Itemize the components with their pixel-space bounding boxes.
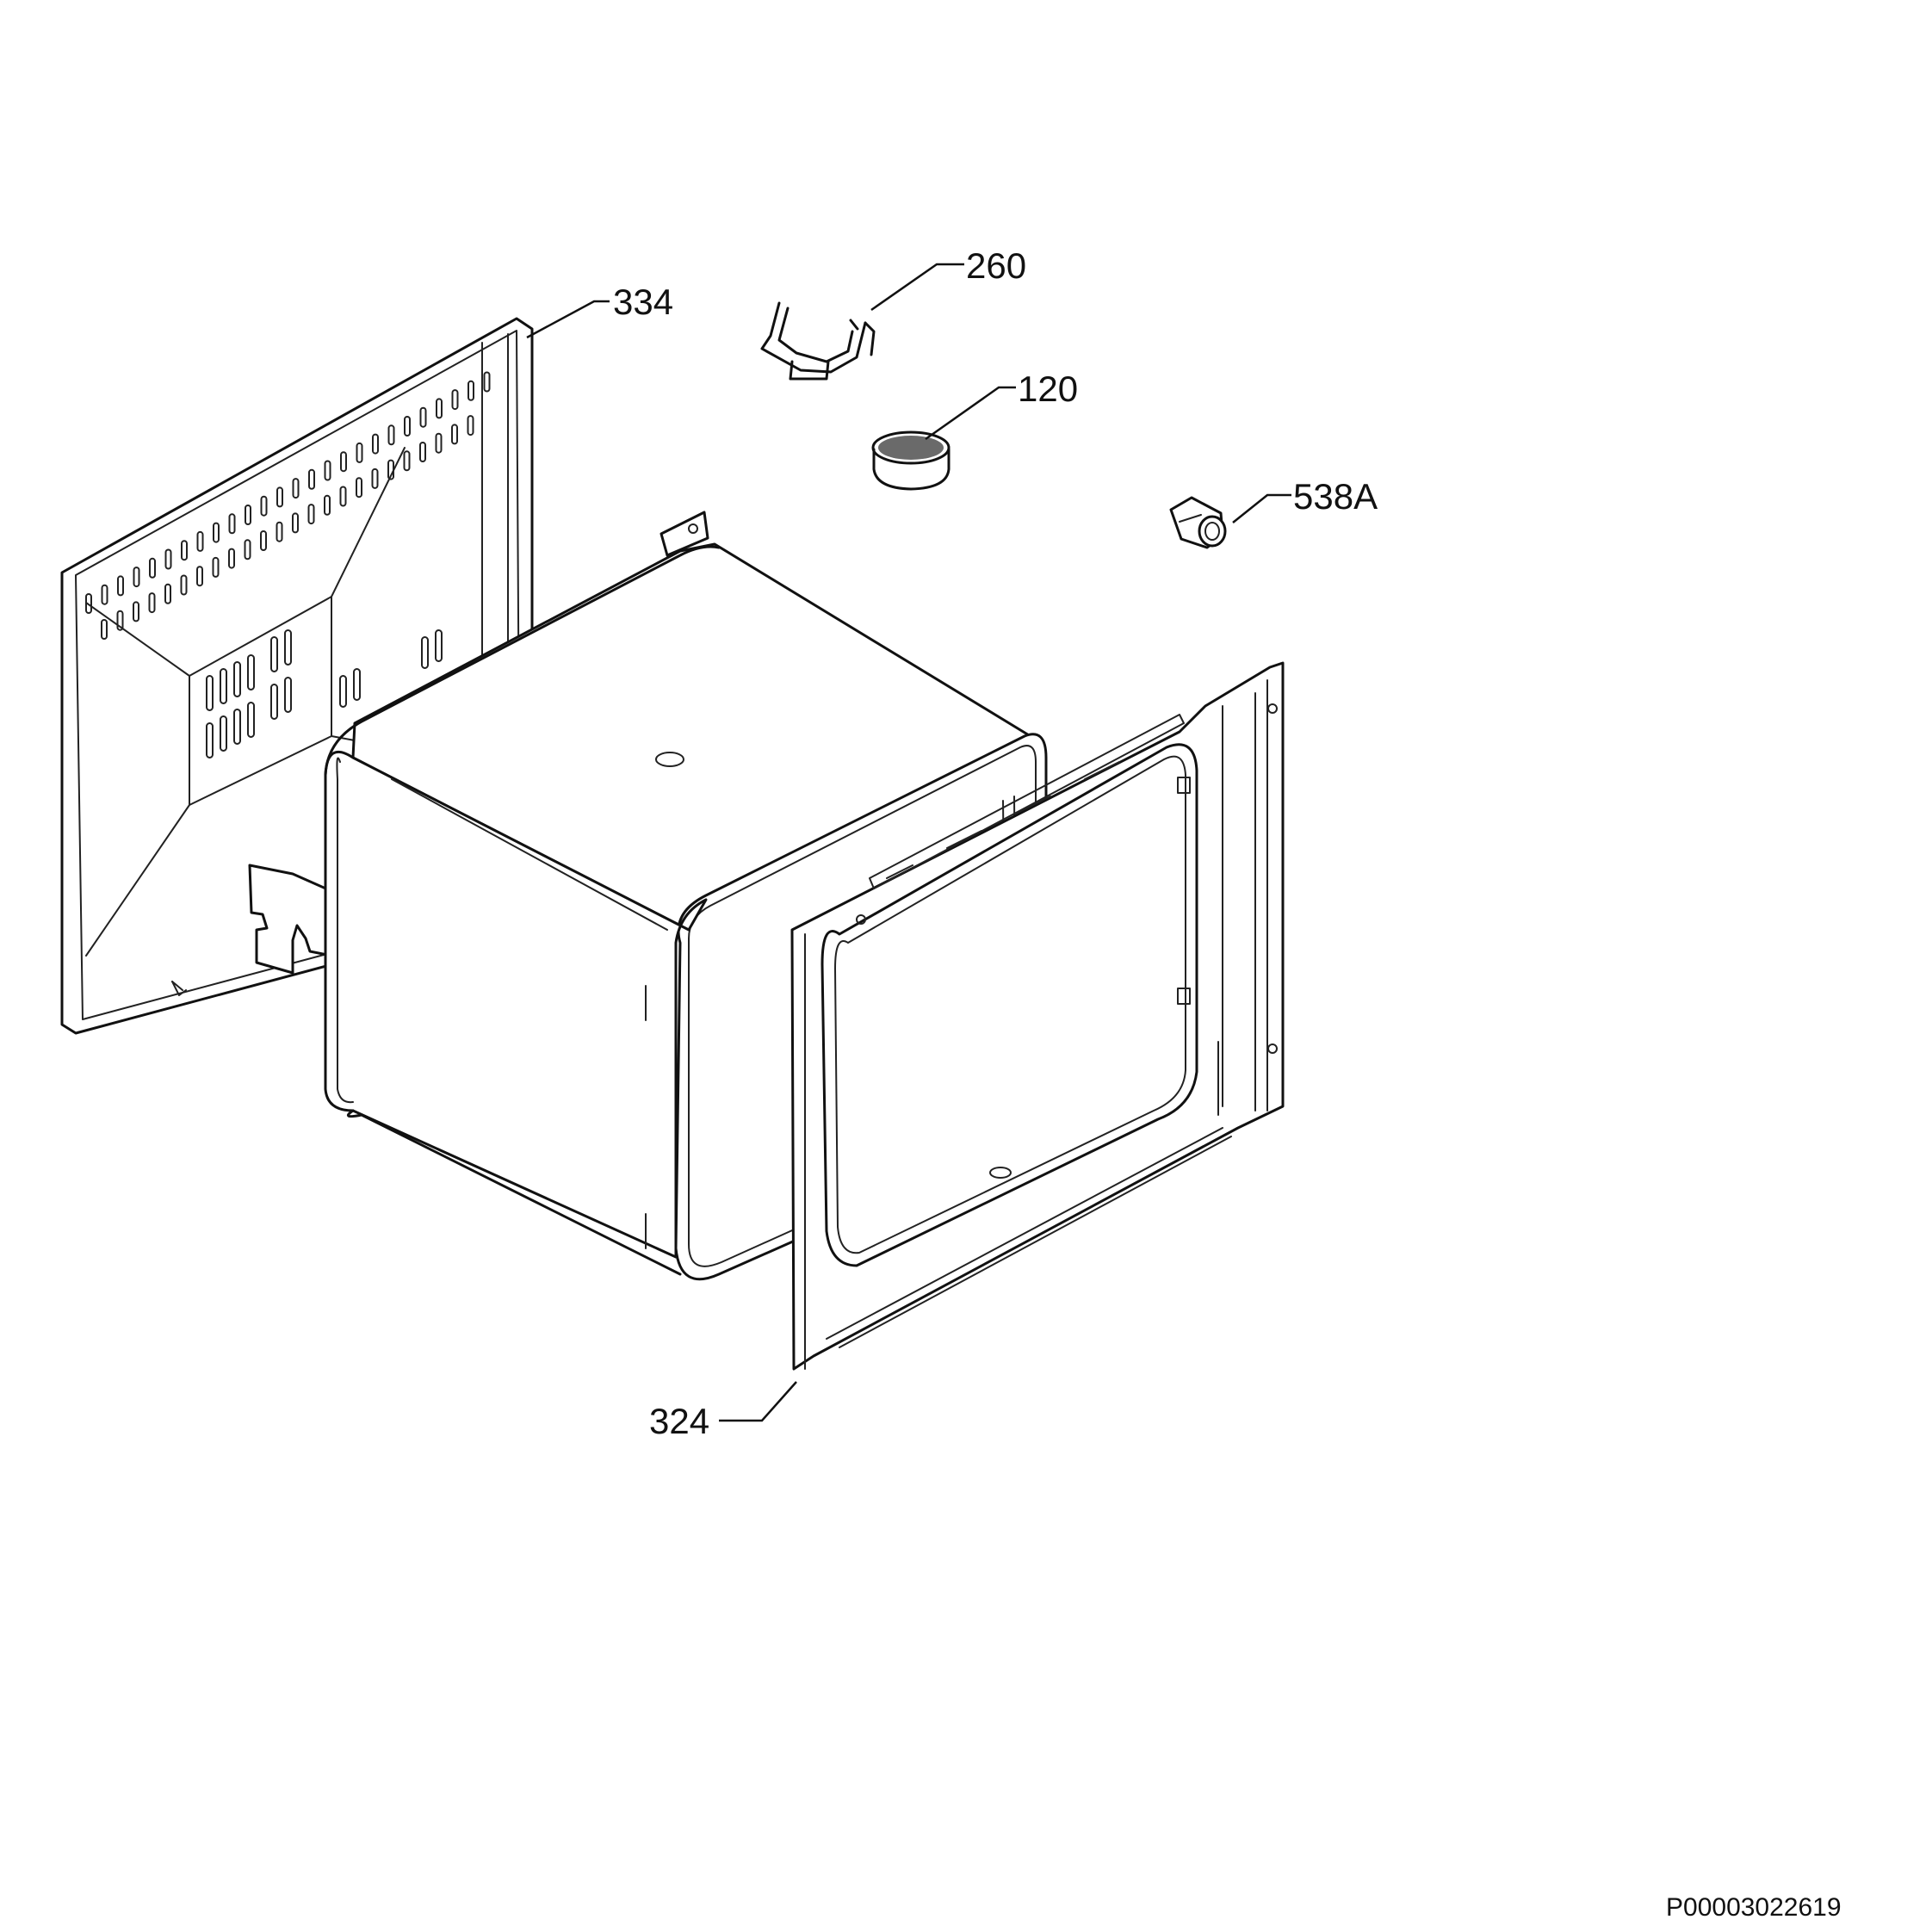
vent-slot xyxy=(133,567,140,588)
vent-slot xyxy=(451,424,458,445)
vent-slot xyxy=(276,486,283,508)
vent-slot xyxy=(212,556,220,578)
vent-slot xyxy=(247,702,255,738)
filter-part-120 xyxy=(871,430,951,491)
vent-slot xyxy=(85,593,92,614)
vent-slot xyxy=(403,450,411,472)
vent-slot xyxy=(340,451,347,473)
vent-slot xyxy=(196,566,203,587)
vent-slot xyxy=(339,486,347,507)
callout-538a: 538A xyxy=(1293,476,1378,517)
vent-slot xyxy=(117,575,124,597)
callout-120: 120 xyxy=(1018,368,1078,409)
vent-slot xyxy=(435,432,443,454)
wire-clip-part-260 xyxy=(760,301,876,381)
vent-slot xyxy=(339,675,347,708)
vent-slot xyxy=(180,574,188,596)
vent-slot xyxy=(284,629,292,666)
vent-slot xyxy=(149,557,156,579)
vent-slot xyxy=(307,504,315,525)
vent-slot xyxy=(270,684,278,720)
vent-slot xyxy=(404,416,411,437)
vent-slot xyxy=(245,505,251,525)
vent-slot xyxy=(419,442,426,462)
vent-slot xyxy=(284,677,292,713)
vent-slot xyxy=(196,530,204,552)
vent-slot xyxy=(421,636,429,669)
vent-slot xyxy=(451,389,459,411)
vent-slot xyxy=(324,460,331,481)
document-id: P00003022619 xyxy=(1666,1893,1842,1922)
vent-slot xyxy=(148,592,156,614)
vent-slot xyxy=(436,398,443,419)
vent-slot xyxy=(324,494,331,516)
vent-slot xyxy=(220,668,227,704)
vent-slot xyxy=(292,512,299,534)
vent-slot xyxy=(247,654,255,690)
vent-slot xyxy=(435,629,443,662)
vent-slot xyxy=(308,468,315,490)
vent-slot xyxy=(260,530,267,551)
leader-lines xyxy=(526,263,1291,1422)
vent-slot xyxy=(270,636,278,672)
vent-slot xyxy=(228,548,235,569)
vent-slot xyxy=(260,495,268,517)
vent-slot xyxy=(419,406,427,428)
vent-slot xyxy=(372,433,379,455)
vent-slot xyxy=(356,442,363,463)
vent-slot xyxy=(387,459,394,480)
vent-slot xyxy=(353,668,361,701)
knob-part-538a xyxy=(1169,496,1227,549)
vent-slot xyxy=(233,709,241,745)
vent-slot xyxy=(244,539,251,560)
vent-slot xyxy=(133,601,139,622)
vent-slot xyxy=(467,415,474,437)
vent-slot xyxy=(387,424,395,446)
vent-slots-center xyxy=(206,629,443,759)
vent-slot xyxy=(101,584,108,605)
vent-slot xyxy=(356,477,362,498)
vent-slot xyxy=(213,522,220,543)
vent-slot xyxy=(228,513,236,535)
callout-334: 334 xyxy=(613,282,673,322)
vent-slots xyxy=(85,371,491,640)
vent-slot xyxy=(233,661,241,697)
vent-slot xyxy=(164,548,172,570)
vent-slot xyxy=(276,521,283,542)
callout-260: 260 xyxy=(966,245,1026,286)
vent-slot xyxy=(468,380,474,401)
vent-slot xyxy=(101,619,108,640)
vent-slot xyxy=(220,715,227,752)
vent-slot xyxy=(181,540,188,561)
callout-324: 324 xyxy=(649,1401,709,1441)
front-frame-part-324 xyxy=(790,661,1285,1371)
vent-slot xyxy=(371,468,379,489)
vent-slot xyxy=(206,675,214,711)
vent-slot xyxy=(206,722,214,759)
vent-slot xyxy=(292,478,300,499)
vent-slot xyxy=(116,610,124,631)
vent-slot xyxy=(164,583,171,604)
vent-slot xyxy=(483,371,491,393)
